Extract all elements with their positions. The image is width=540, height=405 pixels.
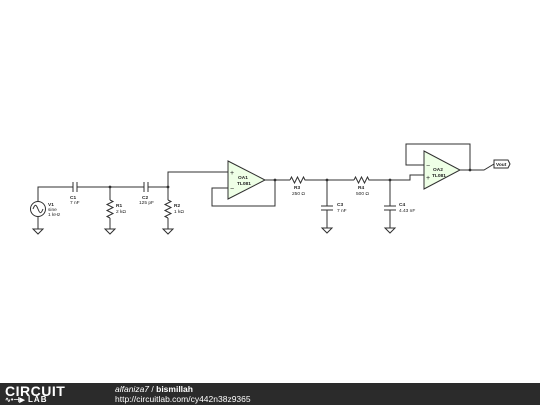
- opamp-oa2-body: [423, 150, 462, 190]
- oa1-plus-sign: +: [230, 170, 234, 177]
- r2-name-label: R2: [174, 203, 180, 209]
- c2-name-label: C2: [142, 195, 148, 201]
- circuit-meta: alfaniza7 / bismillah: [115, 384, 193, 394]
- capacitor-c2[interactable]: C2 125 pF: [139, 182, 154, 206]
- c1-name-label: C1: [70, 195, 76, 201]
- resistor-r2-zigzag: [163, 199, 173, 219]
- output-node-vout[interactable]: Vout: [493, 159, 511, 169]
- c4-name-label: C4: [399, 202, 405, 208]
- vout-tag-shape: [493, 159, 511, 169]
- junction-dots: [108, 168, 472, 189]
- v1-type-label: sine: [48, 207, 57, 213]
- junction-r1: [108, 185, 112, 189]
- junction-c4: [388, 178, 392, 182]
- oa1-minus-sign: −: [230, 186, 234, 193]
- circuit-url[interactable]: http://circuitlab.com/cy442n38z9365: [115, 394, 251, 404]
- resistor-r3-zigzag: [289, 175, 306, 185]
- c3-value-label: 7 nF: [337, 208, 347, 214]
- meta-separator: /: [149, 384, 157, 394]
- v1-frequency-label: 1 kHz: [48, 212, 61, 218]
- oa1-model-label: TL081: [237, 181, 251, 187]
- r2-value-label: 1 kΩ: [174, 209, 184, 215]
- resistor-r4[interactable]: R4 500 Ω: [353, 175, 370, 197]
- r1-name-label: R1: [116, 203, 122, 209]
- resistor-r1-zigzag: [105, 199, 115, 219]
- r4-name-label: R4: [358, 185, 364, 191]
- c3-name-label: C3: [337, 202, 343, 208]
- junction-r2: [166, 185, 170, 189]
- v1-name-label: V1: [48, 202, 54, 208]
- wire-r4-oa2: [370, 174, 424, 181]
- capacitor-c4[interactable]: C4 4.43 nF: [384, 202, 415, 214]
- capacitor-c3[interactable]: C3 7 nF: [321, 202, 347, 214]
- wire-oa1-feedback: [211, 180, 276, 207]
- ground-icon: [103, 228, 117, 235]
- author-name[interactable]: alfaniza7: [115, 384, 150, 394]
- junction-oa1-out: [273, 178, 277, 182]
- circuitlab-logo[interactable]: CIRCUIT: [5, 383, 66, 399]
- circuit-title[interactable]: bismillah: [156, 384, 193, 394]
- wire-v1-c1: [37, 186, 73, 201]
- oa2-name-label: OA2: [433, 167, 443, 173]
- resistor-r3[interactable]: R3 250 Ω: [289, 175, 306, 197]
- footer-bar: CIRCUIT ∿•⊣▶ LAB alfaniza7 / bismillah h…: [0, 383, 540, 405]
- opamp-oa2[interactable]: − + OA2 TL081: [423, 150, 462, 190]
- r3-value-label: 250 Ω: [292, 191, 305, 197]
- vout-label: Vout: [496, 162, 507, 168]
- circuitlab-logo-sub: ∿•⊣▶ LAB: [5, 396, 47, 405]
- c1-value-label: 7 nF: [70, 200, 80, 206]
- sine-wave-icon: [32, 204, 44, 214]
- ground-icon: [383, 227, 397, 234]
- oa1-name-label: OA1: [238, 175, 248, 181]
- junction-oa2-out: [468, 168, 472, 172]
- resistor-r4-zigzag: [353, 175, 370, 185]
- ground-icon: [161, 228, 175, 235]
- oa2-plus-sign: +: [426, 175, 430, 182]
- wire-oa2-out: [460, 163, 495, 171]
- oa2-minus-sign: −: [426, 163, 430, 170]
- c4-value-label: 4.43 nF: [399, 208, 415, 214]
- resistor-r2[interactable]: R2 1 kΩ: [163, 199, 184, 219]
- c2-value-label: 125 pF: [139, 200, 154, 206]
- resistor-r1[interactable]: R1 2 kΩ: [105, 199, 126, 219]
- circuit-symbols-icon: ∿•⊣▶: [5, 397, 25, 404]
- r1-value-label: 2 kΩ: [116, 209, 126, 215]
- circuit-schematic: V1 sine 1 kHz C1 7 nF C2 125 pF R1 2 kΩ …: [30, 143, 511, 235]
- junction-c3: [325, 178, 329, 182]
- oa2-model-label: TL081: [432, 173, 446, 179]
- opamp-oa1-body: [227, 160, 267, 200]
- ground-icon: [320, 227, 334, 234]
- ground-symbols: [31, 227, 397, 235]
- r3-name-label: R3: [294, 185, 300, 191]
- sine-source-v1[interactable]: V1 sine 1 kHz: [30, 201, 61, 219]
- capacitor-c1[interactable]: C1 7 nF: [70, 182, 80, 206]
- wire-c2-oa1: [148, 171, 228, 188]
- wire-oa2-feedback: [405, 143, 471, 170]
- opamp-oa1[interactable]: + − OA1 TL081: [227, 160, 267, 200]
- logo-lab-text: LAB: [28, 395, 48, 404]
- ground-icon: [31, 228, 45, 235]
- r4-value-label: 500 Ω: [356, 191, 369, 197]
